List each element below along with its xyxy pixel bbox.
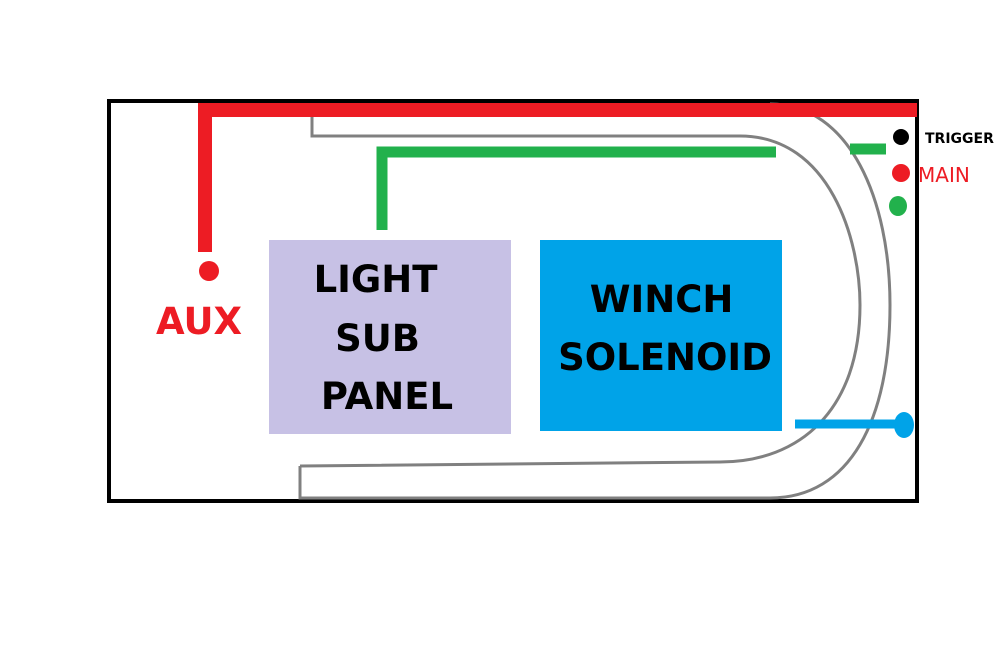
trigger-terminal xyxy=(893,129,909,145)
enclosure-outline xyxy=(107,99,919,503)
light-panel-line-1: LIGHT xyxy=(314,258,439,301)
blue-terminal xyxy=(894,412,914,438)
aux-terminal xyxy=(199,261,219,281)
green-terminal xyxy=(889,196,907,216)
svg-text:LIGHT SUB PANEL: LIGHT SUB PANEL xyxy=(314,258,454,418)
svg-text:WINCH SOLENOID: WINCH SOLENOID xyxy=(558,278,772,379)
gray-conduit-loop xyxy=(298,102,892,500)
trigger-label: TRIGGER xyxy=(925,131,994,147)
winch-solenoid-line-1: WINCH xyxy=(590,278,734,321)
winch-solenoid-line-2: SOLENOID xyxy=(558,336,772,379)
red-aux-wire xyxy=(198,103,917,252)
light-panel-line-3: PANEL xyxy=(321,375,453,418)
green-panel-wire xyxy=(376,146,776,230)
aux-label: AUX xyxy=(156,300,242,343)
light-sub-panel-box xyxy=(269,240,511,434)
main-terminal xyxy=(892,164,910,182)
winch-solenoid-box xyxy=(540,240,782,431)
main-label: MAIN xyxy=(918,163,970,187)
light-panel-line-2: SUB xyxy=(335,317,420,360)
